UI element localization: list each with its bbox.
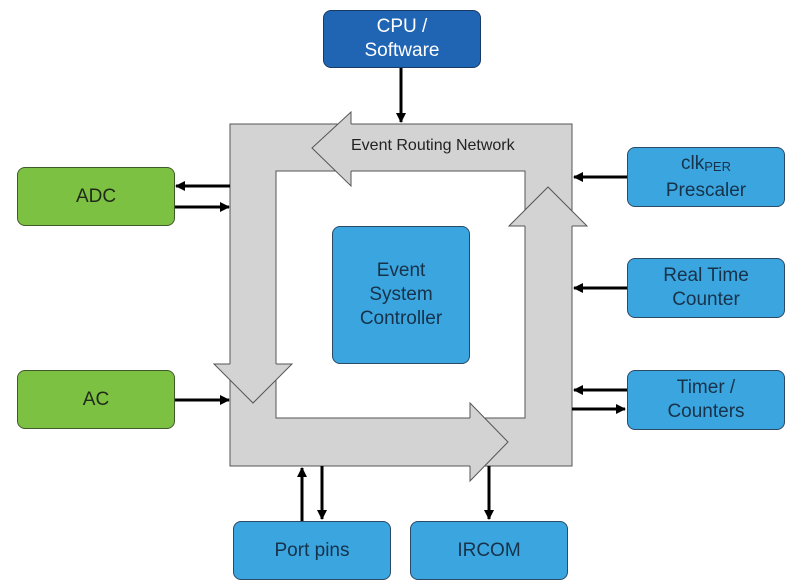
network-label: Event Routing Network bbox=[351, 137, 515, 154]
port-pins-block: Port pins bbox=[233, 521, 391, 580]
flow-arrow-up bbox=[507, 186, 589, 227]
timer-counters-block: Timer / Counters bbox=[627, 370, 785, 430]
event-system-controller-block: Event System Controller bbox=[332, 226, 470, 364]
controller-line3: Controller bbox=[359, 308, 443, 329]
rtc-line1: Real Time bbox=[663, 265, 749, 286]
prescaler-line2: Prescaler bbox=[665, 179, 747, 201]
flow-arrow-right bbox=[469, 401, 509, 483]
ircom-label: IRCOM bbox=[457, 539, 521, 561]
ac-block: AC bbox=[17, 370, 175, 429]
rtc-line2: Counter bbox=[672, 289, 740, 310]
cpu-line1: CPU / bbox=[376, 16, 428, 37]
prescaler-line1: clkPER bbox=[681, 152, 731, 179]
ac-label: AC bbox=[82, 388, 110, 410]
controller-line1: Event bbox=[376, 260, 426, 281]
cpu-software-block: CPU / Software bbox=[323, 10, 481, 68]
flow-arrow-down bbox=[212, 363, 294, 404]
clkper-prescaler-block: clkPER Prescaler bbox=[627, 147, 785, 207]
cpu-line2: Software bbox=[364, 40, 440, 61]
timers-line2: Counters bbox=[667, 401, 745, 422]
adc-block: ADC bbox=[17, 167, 175, 226]
event-routing-network bbox=[229, 123, 573, 467]
flow-arrow-left bbox=[311, 110, 352, 188]
prescaler-clk: clk bbox=[681, 152, 705, 174]
adc-label: ADC bbox=[75, 185, 117, 207]
timers-line1: Timer / bbox=[676, 377, 736, 398]
ircom-block: IRCOM bbox=[410, 521, 568, 580]
prescaler-per-subscript: PER bbox=[704, 158, 731, 174]
controller-line2: System bbox=[369, 284, 433, 305]
real-time-counter-block: Real Time Counter bbox=[627, 258, 785, 318]
port-pins-label: Port pins bbox=[274, 539, 350, 561]
